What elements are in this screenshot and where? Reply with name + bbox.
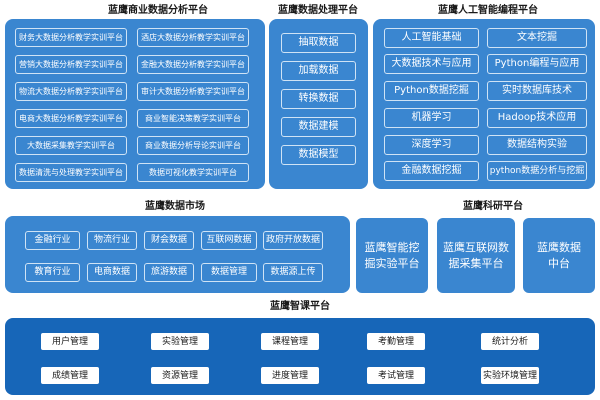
business-item-1[interactable]: 财务大数据分析教学实训平台 [15,28,127,47]
ai-item-6[interactable]: 实时数据库技术 [487,81,587,101]
research-card-data-middle[interactable]: 蓝鹰数据 中台 [523,218,595,293]
market-item-7[interactable]: 电商数据 [87,263,137,282]
business-item-10[interactable]: 商业数据分析导论实训平台 [137,136,249,155]
research-card-web-collection-line2: 据采集平台 [448,256,504,270]
processing-item-load[interactable]: 加载数据 [281,61,356,81]
market-item-3[interactable]: 财会数据 [144,231,194,250]
market-panel: 金融行业 物流行业 财会数据 互联网数据 政府开放数据 教育行业 电商数据 旅游… [5,216,350,293]
research-card-mining[interactable]: 蓝鹰智能挖 掘实验平台 [356,218,428,293]
ai-platform-title: 蓝鹰人工智能编程平台 [438,5,538,16]
ai-item-3[interactable]: 大数据技术与应用 [384,54,479,74]
processing-item-transform[interactable]: 转换数据 [281,89,356,109]
processing-item-modeling[interactable]: 数据建模 [281,117,356,137]
ai-item-12[interactable]: python数据分析与挖掘 [487,161,587,181]
research-card-web-collection-line1: 蓝鹰互联网数 [443,240,509,254]
processing-item-extract[interactable]: 抽取数据 [281,33,356,53]
research-card-data-middle-line1: 蓝鹰数据 [537,240,581,254]
course-item-grade-mgmt[interactable]: 成绩管理 [41,367,99,384]
ai-platform-panel: 人工智能基础 文本挖掘 大数据技术与应用 Python编程与应用 Python数… [373,19,595,189]
research-card-web-collection[interactable]: 蓝鹰互联网数 据采集平台 [437,218,515,293]
business-item-3[interactable]: 营销大数据分析教学实训平台 [15,55,127,74]
course-item-progress-mgmt[interactable]: 进度管理 [261,367,319,384]
business-item-2[interactable]: 酒店大数据分析教学实训平台 [137,28,249,47]
course-title: 蓝鹰智课平台 [270,301,330,312]
business-item-4[interactable]: 金融大数据分析教学实训平台 [137,55,249,74]
course-item-resource-mgmt[interactable]: 资源管理 [151,367,209,384]
business-platform-panel: 财务大数据分析教学实训平台 酒店大数据分析教学实训平台 营销大数据分析教学实训平… [5,19,265,189]
research-card-mining-line1: 蓝鹰智能挖 [364,240,420,254]
market-item-5[interactable]: 政府开放数据 [263,231,323,250]
course-panel: 用户管理 实验管理 课程管理 考勤管理 统计分析 成绩管理 资源管理 进度管理 … [5,318,595,395]
course-item-experiment-mgmt[interactable]: 实验管理 [151,333,209,350]
ai-item-10[interactable]: 数据结构实验 [487,135,587,155]
ai-item-4[interactable]: Python编程与应用 [487,54,587,74]
market-item-10[interactable]: 数据源上传 [263,263,323,282]
course-item-exam-mgmt[interactable]: 考试管理 [367,367,425,384]
ai-item-8[interactable]: Hadoop技术应用 [487,108,587,128]
ai-item-7[interactable]: 机器学习 [384,108,479,128]
ai-item-1[interactable]: 人工智能基础 [384,28,479,48]
course-item-attendance-mgmt[interactable]: 考勤管理 [367,333,425,350]
ai-item-9[interactable]: 深度学习 [384,135,479,155]
ai-item-11[interactable]: 金融数据挖掘 [384,161,479,181]
research-card-mining-line2: 掘实验平台 [364,256,420,270]
business-platform-title: 蓝鹰商业数据分析平台 [108,5,208,16]
business-item-5[interactable]: 物流大数据分析教学实训平台 [15,82,127,101]
market-item-1[interactable]: 金融行业 [25,231,80,250]
ai-item-2[interactable]: 文本挖掘 [487,28,587,48]
course-item-lab-env-mgmt[interactable]: 实验环境管理 [481,367,539,384]
course-item-user-mgmt[interactable]: 用户管理 [41,333,99,350]
course-item-course-mgmt[interactable]: 课程管理 [261,333,319,350]
course-item-statistics[interactable]: 统计分析 [481,333,539,350]
business-item-6[interactable]: 审计大数据分析教学实训平台 [137,82,249,101]
ai-item-5[interactable]: Python数据挖掘 [384,81,479,101]
market-item-9[interactable]: 数据管理 [201,263,257,282]
business-item-9[interactable]: 大数据采集教学实训平台 [15,136,127,155]
business-item-12[interactable]: 数据可视化教学实训平台 [137,163,249,182]
business-item-8[interactable]: 商业智能决策教学实训平台 [137,109,249,128]
research-title: 蓝鹰科研平台 [463,201,523,212]
market-item-6[interactable]: 教育行业 [25,263,80,282]
market-item-4[interactable]: 互联网数据 [201,231,257,250]
processing-item-model[interactable]: 数据模型 [281,145,356,165]
market-item-2[interactable]: 物流行业 [87,231,137,250]
processing-platform-panel: 抽取数据 加载数据 转换数据 数据建模 数据模型 [269,19,368,189]
business-item-11[interactable]: 数据清洗与处理教学实训平台 [15,163,127,182]
processing-platform-title: 蓝鹰数据处理平台 [278,5,358,16]
market-item-8[interactable]: 旅游数据 [144,263,194,282]
business-item-7[interactable]: 电商大数据分析教学实训平台 [15,109,127,128]
market-title: 蓝鹰数据市场 [145,201,205,212]
research-card-data-middle-line2: 中台 [548,256,570,270]
